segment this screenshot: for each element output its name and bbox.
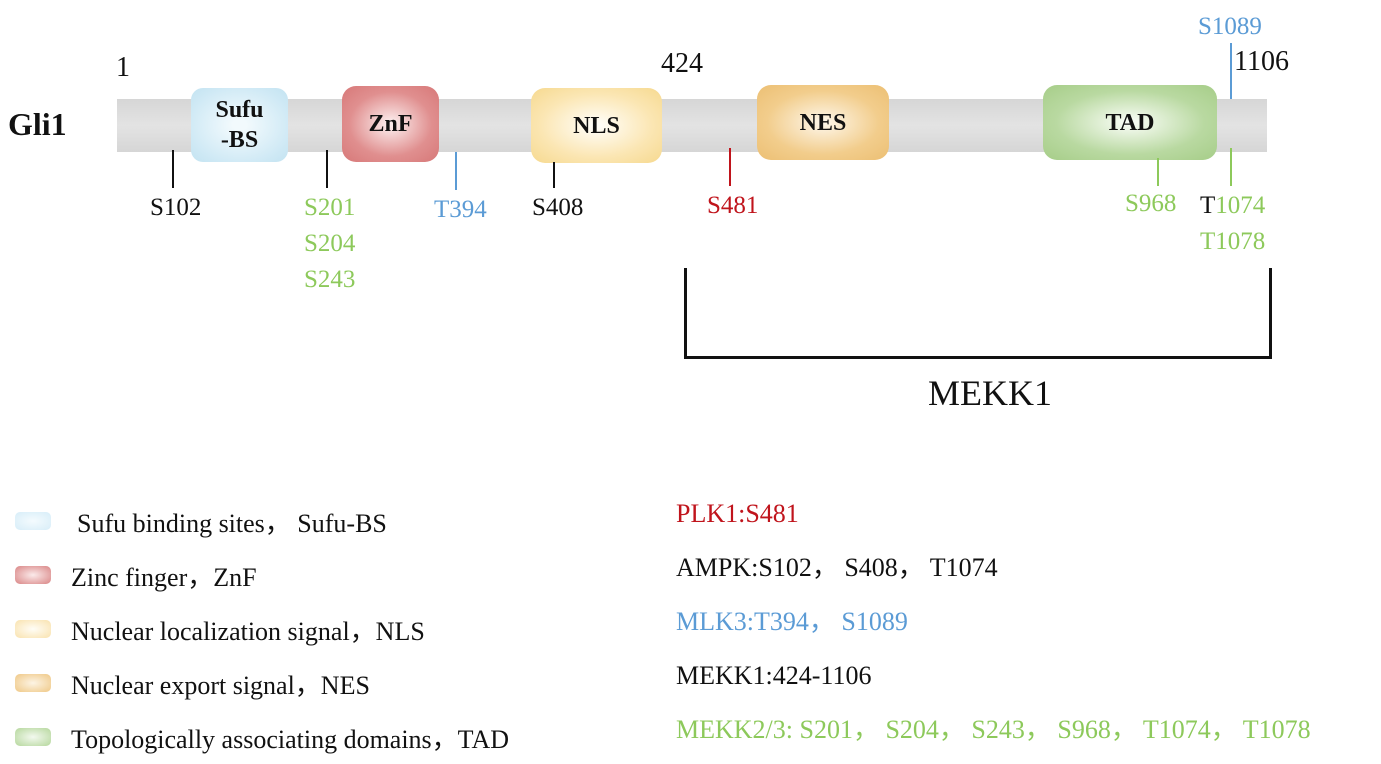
site-tick-s481 <box>729 148 731 186</box>
domain-legend: Sufu binding sites， Sufu-BS Zinc finger，… <box>15 494 509 764</box>
site-tick-s1089 <box>1230 43 1232 99</box>
site-label-s1089: S1089 <box>1198 13 1262 40</box>
site-label-t1078: T1078 <box>1200 228 1266 255</box>
legend-item-tad: Topologically associating domains，TAD <box>15 710 509 764</box>
domain-znf: ZnF <box>342 86 439 162</box>
site-label-t1074: T1074 <box>1200 188 1265 224</box>
site-label-s968: S968 <box>1125 190 1177 217</box>
domain-nes-label: NES <box>799 109 847 136</box>
site-label-t1074-number: 1074 <box>1215 192 1266 219</box>
legend-text-nes: Nuclear export signal，NES <box>71 670 370 700</box>
domain-nls: NLS <box>531 88 662 163</box>
legend-swatch-nes <box>15 674 51 692</box>
domain-nes: NES <box>757 85 889 160</box>
position-start-label: 1 <box>116 52 130 83</box>
legend-text-tad: Topologically associating domains，TAD <box>71 724 510 754</box>
legend-swatch-nls <box>15 620 51 638</box>
domain-tad: TAD <box>1043 85 1217 160</box>
kinase-mekk1: MEKK1:424-1106 <box>676 661 872 690</box>
legend-text-nls: Nuclear localization signal，NLS <box>71 616 425 646</box>
site-label-s201: S201 <box>304 194 356 221</box>
mekk1-bracket-label: MEKK1 <box>928 373 1052 413</box>
site-tick-s968 <box>1157 158 1159 186</box>
kinase-mlk3: MLK3:T394， S1089 <box>676 607 908 636</box>
site-label-t394: T394 <box>434 196 487 223</box>
site-label-s102: S102 <box>150 194 202 221</box>
domain-sufu-bs: Sufu -BS <box>191 88 288 162</box>
domain-znf-label: ZnF <box>368 111 413 137</box>
domain-sufu-label-line1: Sufu <box>215 97 264 123</box>
legend-item-nls: Nuclear localization signal，NLS <box>15 602 509 656</box>
site-label-t1074-prefix: T <box>1200 192 1216 219</box>
site-tick-t1074 <box>1230 148 1232 186</box>
mekk1-bracket <box>684 268 1272 359</box>
site-label-s408: S408 <box>532 194 584 221</box>
site-label-s481: S481 <box>707 192 759 219</box>
site-tick-s408 <box>553 162 555 188</box>
legend-swatch-znf <box>15 566 51 584</box>
site-label-s204: S204 <box>304 230 356 257</box>
domain-tad-label: TAD <box>1105 109 1155 136</box>
kinase-mekk23: MEKK2/3: S201， S204， S243， S968， T1074， … <box>676 715 1311 744</box>
kinase-list: PLK1:S481 AMPK:S102， S408， T1074 MLK3:T3… <box>676 494 1311 764</box>
legend-item-nes: Nuclear export signal，NES <box>15 656 509 710</box>
legend-text-sufu: Sufu binding sites， Sufu-BS <box>77 508 387 538</box>
legend-swatch-sufu <box>15 512 51 530</box>
position-end-label: 1106 <box>1234 46 1289 77</box>
protein-name: Gli1 <box>8 106 67 142</box>
site-tick-s201 <box>326 150 328 188</box>
site-label-s243: S243 <box>304 266 356 293</box>
kinase-plk1: PLK1:S481 <box>676 499 799 528</box>
legend-text-znf: Zinc finger，ZnF <box>71 562 257 592</box>
site-tick-t394 <box>455 152 457 190</box>
domain-sufu-label-line2: -BS <box>220 127 259 153</box>
position-424-label: 424 <box>661 48 703 79</box>
domain-nls-label: NLS <box>573 112 620 139</box>
legend-swatch-tad <box>15 728 51 746</box>
site-tick-s102 <box>172 150 174 188</box>
kinase-ampk: AMPK:S102， S408， T1074 <box>676 553 998 582</box>
legend-item-znf: Zinc finger，ZnF <box>15 548 509 602</box>
legend-item-sufu: Sufu binding sites， Sufu-BS <box>15 494 509 548</box>
